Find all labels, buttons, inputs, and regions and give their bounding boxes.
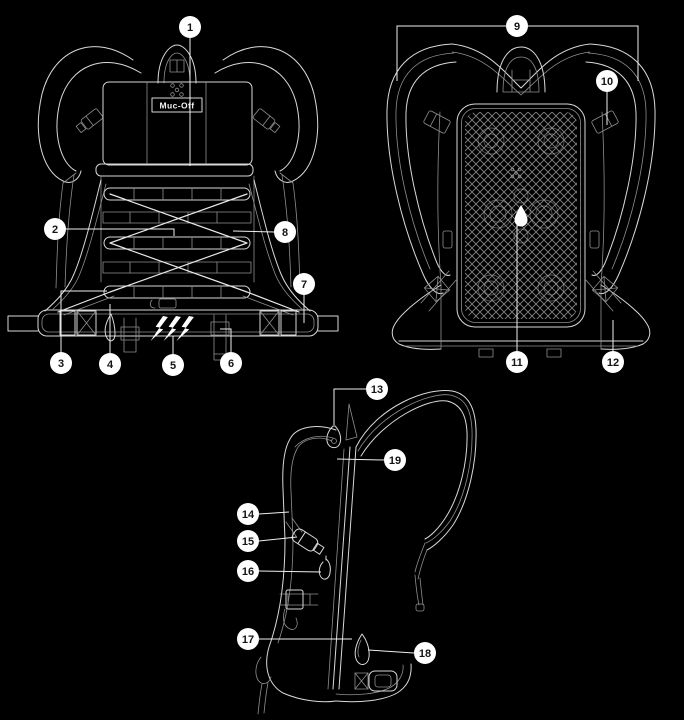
back-left-strap-adjuster	[423, 110, 451, 134]
back-left-hip-buckle	[423, 275, 451, 303]
svg-text:10: 10	[601, 76, 613, 88]
front-view: Muc-Off	[7, 44, 339, 361]
callout-2-leader-line	[66, 228, 175, 236]
svg-text:3: 3	[58, 358, 64, 370]
callout-9-leader-line	[528, 25, 639, 81]
lightning-bolts-icon	[150, 316, 194, 341]
callout-13-side: 13	[366, 378, 388, 400]
side-bottom	[255, 656, 412, 715]
side-ladder-webbing	[279, 589, 319, 630]
callout-16-side: 16	[237, 560, 259, 582]
muc-off-cross-icon	[170, 83, 184, 97]
callout-2-front: 2	[44, 218, 66, 240]
svg-text:16: 16	[242, 566, 254, 578]
callout-6-leader-line	[220, 328, 232, 352]
svg-text:9: 9	[514, 21, 520, 33]
back-view	[386, 43, 656, 358]
svg-text:17: 17	[242, 634, 254, 646]
side-shoulder-strap	[355, 389, 477, 612]
callout-6-front: 6	[220, 352, 242, 374]
callout-10-back: 10	[596, 70, 618, 92]
svg-text:11: 11	[511, 357, 523, 369]
callout-1-front: 1	[179, 16, 201, 38]
callout-18-side: 18	[414, 642, 436, 664]
front-top-dome	[157, 44, 197, 84]
callout-5-front: 5	[162, 354, 184, 376]
callout-17-side: 17	[237, 628, 259, 650]
front-right-strap-buckle	[252, 108, 281, 134]
back-shoulder-straps	[386, 43, 656, 295]
side-back-panel	[326, 403, 358, 690]
side-pack-body	[266, 426, 337, 703]
side-compression-buckle	[291, 528, 325, 555]
back-carry-handle	[496, 46, 546, 93]
back-mesh-panel	[456, 103, 586, 328]
front-top-flap	[95, 81, 254, 177]
muc-off-logo: Muc-Off	[151, 83, 203, 113]
svg-text:2: 2	[52, 224, 58, 236]
callout-11-back: 11	[506, 351, 528, 373]
back-hip-wings	[391, 111, 651, 358]
side-bungee-loop	[354, 633, 370, 665]
callout-19-leader-line	[336, 458, 385, 461]
svg-text:19: 19	[389, 455, 401, 467]
front-side-wings	[44, 179, 311, 312]
callout-3-front: 3	[50, 352, 72, 374]
front-right-hanging-strap	[210, 314, 230, 361]
back-right-strap-adjuster	[591, 110, 619, 134]
callout-13-leader-line	[333, 388, 366, 425]
side-hose-hook	[318, 555, 331, 580]
callout-8-front: 8	[274, 221, 296, 243]
callout-8-leader-line	[232, 230, 275, 233]
callout-3-leader-line	[60, 290, 107, 352]
svg-text:13: 13	[371, 384, 383, 396]
callout-14-leader-line	[258, 511, 290, 515]
side-hang-loop	[326, 425, 342, 449]
water-drop-icon	[514, 205, 528, 227]
svg-text:4: 4	[107, 359, 114, 371]
front-left-hanging-strap	[120, 317, 140, 353]
callout-12-back: 12	[602, 351, 624, 373]
callout-16-leader-line	[258, 570, 322, 573]
front-molle-panel	[57, 175, 300, 316]
side-waist-buckle	[354, 670, 398, 692]
front-bungee-cords	[57, 193, 300, 316]
front-waist-buckle-left	[59, 310, 97, 336]
svg-text:15: 15	[242, 536, 254, 548]
callout-7-front: 7	[293, 273, 315, 295]
callout-9-back: 9	[506, 15, 528, 37]
front-strap-keeper-loop	[104, 313, 116, 342]
side-view	[255, 389, 477, 715]
callout-9-leader-line	[396, 25, 506, 81]
front-shoulder-straps	[37, 46, 319, 289]
svg-text:6: 6	[228, 358, 234, 370]
side-compression-strap	[285, 517, 325, 555]
front-left-strap-buckle	[75, 108, 104, 134]
svg-text:1: 1	[187, 22, 193, 34]
svg-text:8: 8	[282, 227, 288, 239]
callout-18-leader-line	[367, 649, 415, 654]
front-waist-strap	[7, 298, 339, 361]
back-mini-logo-icon	[510, 167, 522, 179]
svg-text:18: 18	[419, 648, 431, 660]
callout-4-front: 4	[99, 353, 121, 375]
callout-14-side: 14	[237, 503, 259, 525]
callout-15-side: 15	[237, 530, 259, 552]
svg-text:5: 5	[170, 360, 176, 372]
front-waist-buckle-right	[259, 310, 297, 336]
callout-19-side: 19	[384, 449, 406, 471]
svg-text:7: 7	[301, 279, 307, 291]
svg-text:12: 12	[607, 357, 619, 369]
back-right-hip-buckle	[591, 275, 619, 303]
callout-15-leader-line	[258, 536, 298, 542]
logo-text: Muc-Off	[160, 101, 195, 111]
svg-text:14: 14	[242, 509, 255, 521]
